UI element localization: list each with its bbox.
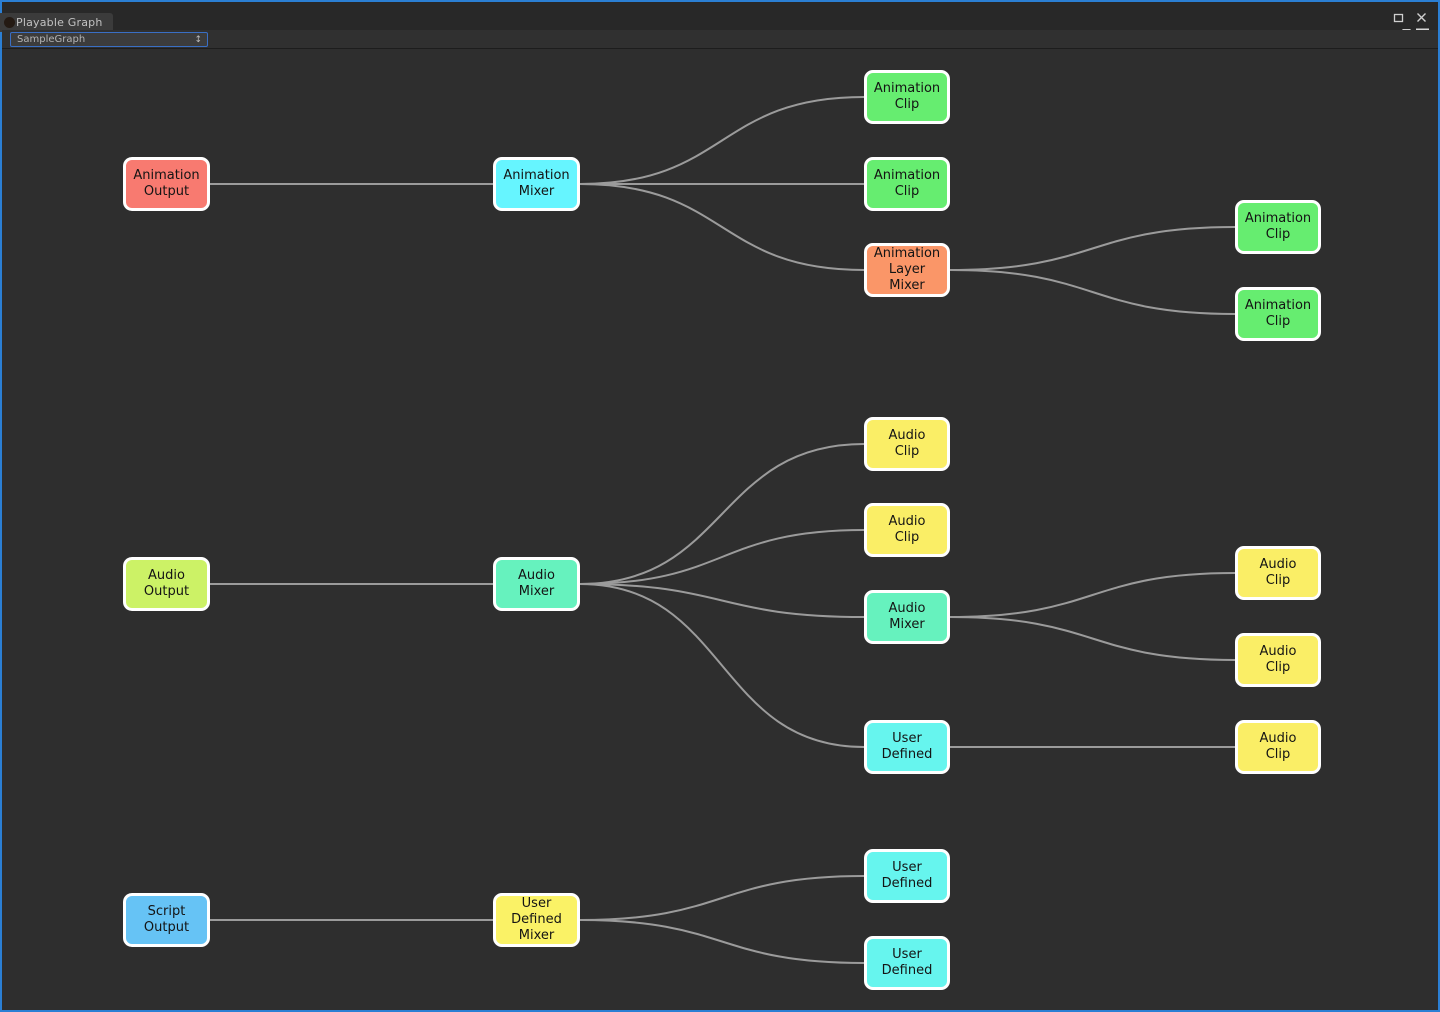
graph-edge-audio-mixer-to-audio-mixer-inner xyxy=(579,583,865,618)
graph-edges-layer xyxy=(209,96,1236,964)
graph-edge-audio-mixer-to-user-defined-a xyxy=(579,583,865,748)
graph-node-user-defined-c[interactable]: User Defined xyxy=(864,936,950,990)
graph-node-audio-clip-5[interactable]: Audio Clip xyxy=(1235,720,1321,774)
graph-edge-anim-mixer-to-anim-layer-mixer xyxy=(579,183,865,271)
graph-node-user-defined-mixer[interactable]: User Defined Mixer xyxy=(493,893,580,947)
graph-edge-anim-layer-mixer-to-anim-clip-3 xyxy=(949,226,1236,271)
graph-node-anim-mixer[interactable]: Animation Mixer xyxy=(493,157,580,211)
graph-edge-audio-mixer-inner-to-audio-clip-3 xyxy=(949,572,1236,618)
graph-node-user-defined-b[interactable]: User Defined xyxy=(864,849,950,903)
graph-node-anim-clip-2[interactable]: Animation Clip xyxy=(864,157,950,211)
graph-node-anim-layer-mixer[interactable]: Animation Layer Mixer xyxy=(864,243,950,297)
graph-node-anim-output[interactable]: Animation Output xyxy=(123,157,210,211)
graph-node-audio-clip-1[interactable]: Audio Clip xyxy=(864,417,950,471)
graph-window-icon xyxy=(4,17,15,28)
graph-edge-user-defined-mixer-to-user-defined-c xyxy=(579,919,865,964)
graph-selector-dropdown[interactable]: SampleGraph ↕ xyxy=(10,32,208,47)
graph-node-script-output[interactable]: Script Output xyxy=(123,893,210,947)
graph-node-user-defined-a[interactable]: User Defined xyxy=(864,720,950,774)
graph-edge-anim-mixer-to-anim-clip-1 xyxy=(579,96,865,185)
graph-node-audio-mixer[interactable]: Audio Mixer xyxy=(493,557,580,611)
graph-edge-audio-mixer-inner-to-audio-clip-4 xyxy=(949,616,1236,661)
graph-node-anim-clip-1[interactable]: Animation Clip xyxy=(864,70,950,124)
graph-edge-anim-layer-mixer-to-anim-clip-4 xyxy=(949,269,1236,315)
graph-edge-user-defined-mixer-to-user-defined-b xyxy=(579,875,865,921)
window-controls xyxy=(1392,11,1428,24)
graph-node-audio-clip-4[interactable]: Audio Clip xyxy=(1235,633,1321,687)
graph-node-audio-clip-2[interactable]: Audio Clip xyxy=(864,503,950,557)
close-window-icon[interactable] xyxy=(1415,11,1428,24)
graph-node-audio-mixer-inner[interactable]: Audio Mixer xyxy=(864,590,950,644)
graph-node-anim-clip-4[interactable]: Animation Clip xyxy=(1235,287,1321,341)
graph-edge-audio-mixer-to-audio-clip-1 xyxy=(579,443,865,585)
graph-node-audio-output[interactable]: Audio Output xyxy=(123,557,210,611)
graph-selector-value: SampleGraph xyxy=(17,34,86,45)
graph-toolbar: SampleGraph ↕ xyxy=(2,30,1438,49)
tab-playable-graph[interactable]: Playable Graph xyxy=(0,13,113,32)
chevron-updown-icon: ↕ xyxy=(194,35,202,45)
tab-label: Playable Graph xyxy=(16,16,103,29)
restore-window-icon[interactable] xyxy=(1392,11,1405,24)
graph-edge-audio-mixer-to-audio-clip-2 xyxy=(579,529,865,585)
graph-node-audio-clip-3[interactable]: Audio Clip xyxy=(1235,546,1321,600)
graph-node-anim-clip-3[interactable]: Animation Clip xyxy=(1235,200,1321,254)
window-titlebar: Playable Graph xyxy=(0,2,1438,37)
